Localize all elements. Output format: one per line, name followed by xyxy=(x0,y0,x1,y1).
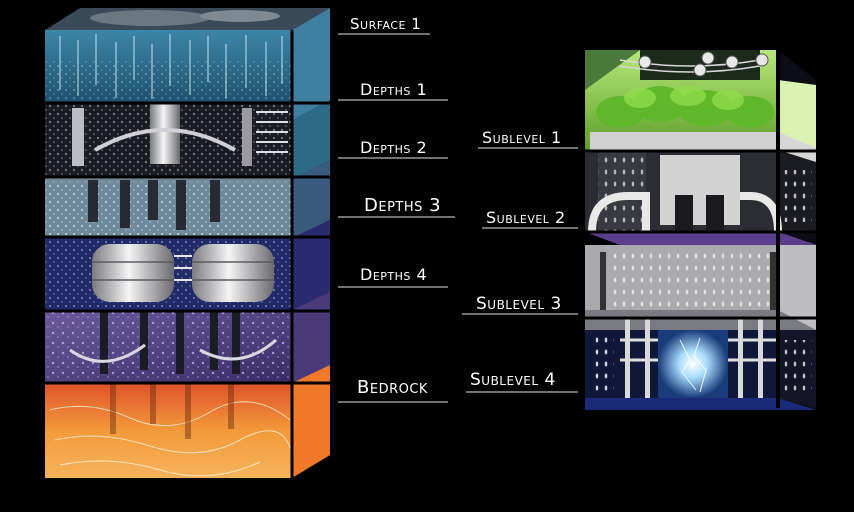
label-sublevel-2: Sublevel 2 xyxy=(486,208,566,227)
label-sublevel-3: Sublevel 3 xyxy=(476,294,562,314)
bedrock-layer xyxy=(45,384,292,478)
label-depths-3: Depths 3 xyxy=(364,195,442,216)
label-depths-2: Depths 2 xyxy=(360,138,428,157)
label-sublevel-1: Sublevel 1 xyxy=(482,128,562,147)
right-tower xyxy=(585,50,816,410)
label-surface-1: Surface 1 xyxy=(350,15,422,33)
label-depths-1: Depths 1 xyxy=(360,80,428,99)
right-label-underlines xyxy=(462,147,578,393)
label-depths-4: Depths 4 xyxy=(360,265,428,284)
left-tower xyxy=(45,8,330,478)
label-sublevel-4: Sublevel 4 xyxy=(470,370,556,390)
left-label-underlines xyxy=(338,33,455,403)
label-bedrock: Bedrock xyxy=(357,377,428,398)
